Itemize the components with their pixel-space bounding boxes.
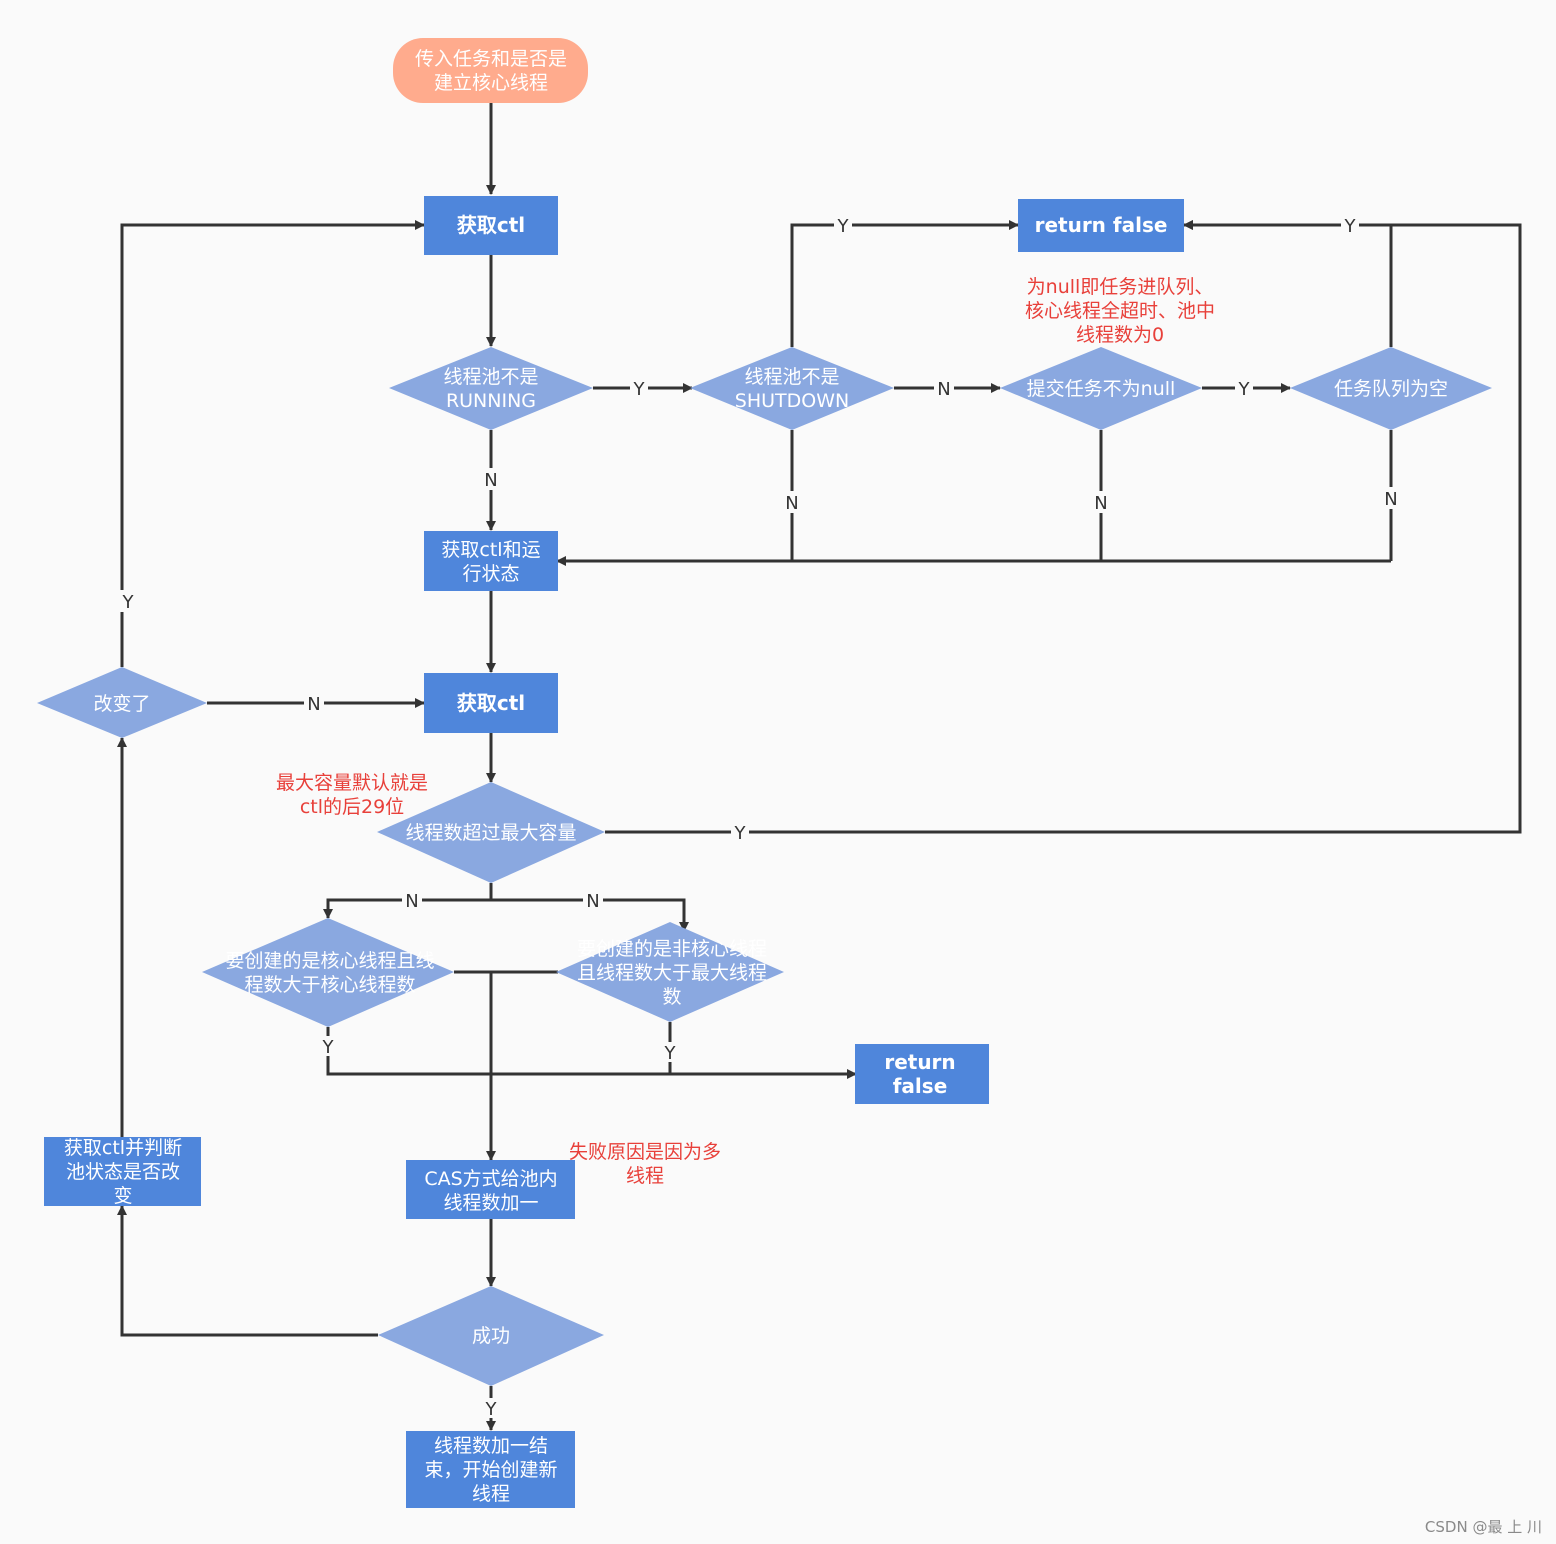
- node-return-false-1-text: return false: [1035, 213, 1168, 237]
- node-changed-text: 改变了: [93, 693, 150, 715]
- label-notshutdown-n2: N: [785, 493, 798, 514]
- edge-core-returnfalse: [326, 1027, 857, 1079]
- node-get-ctl-state: 获取ctl和运行状态: [424, 531, 558, 591]
- note-failure: 失败原因是因为多线程: [569, 1141, 721, 1187]
- node-queue-empty: 任务队列为空: [1290, 347, 1492, 430]
- node-get-ctl-2: 获取ctl: [424, 673, 558, 733]
- label-changed-y: Y: [122, 592, 135, 613]
- node-cas-increment: CAS方式给池内线程数加一: [406, 1160, 575, 1219]
- edge-split-core: [323, 898, 491, 919]
- label-exceed-n-right: N: [586, 891, 599, 912]
- node-success: 成功: [378, 1286, 604, 1386]
- label-notrunning-y: Y: [633, 379, 646, 400]
- label-queueempty-y: Y: [1344, 216, 1357, 237]
- node-get-ctl-2-text: 获取ctl: [457, 691, 525, 715]
- node-get-ctl-1-text: 获取ctl: [457, 213, 525, 237]
- node-first-task: 提交任务不为null: [1000, 347, 1202, 430]
- node-noncore-check-text: 要创建的是非核心线程且线程数大于最大线程数: [577, 938, 767, 1008]
- label-notshutdown-y: Y: [837, 216, 850, 237]
- label-changed-n: N: [307, 694, 320, 715]
- node-success-text: 成功: [472, 1325, 510, 1347]
- watermark: CSDN @最 上 川: [1425, 1518, 1542, 1536]
- node-exceed-capacity: 线程数超过最大容量: [377, 782, 605, 883]
- node-cas-increment-text: CAS方式给池内线程数加一: [424, 1168, 557, 1214]
- node-recheck-text: 获取ctl并判断池状态是否改变: [64, 1137, 182, 1207]
- node-queue-empty-text: 任务队列为空: [1334, 378, 1448, 400]
- node-end-text: 线程数加一结束，开始创建新线程: [424, 1435, 557, 1505]
- edge-split-noncore: [491, 898, 689, 932]
- note-null: 为null即任务进队列、核心线程全超时、池中线程数为0: [1025, 276, 1215, 346]
- node-first-task-text: 提交任务不为null: [1027, 378, 1176, 400]
- node-changed: 改变了: [37, 667, 207, 738]
- label-core-y: Y: [322, 1037, 335, 1058]
- label-noncore-y: Y: [664, 1043, 677, 1064]
- node-start: 传入任务和是否是建立核心线程: [393, 38, 588, 103]
- label-queueempty-n: N: [1384, 489, 1397, 510]
- edges: [117, 103, 1522, 1431]
- node-exceed-capacity-text: 线程数超过最大容量: [405, 822, 576, 844]
- edge-success-recheck: [117, 1205, 378, 1337]
- edge-changed-getctl1: [120, 220, 425, 667]
- label-firsttask-y: Y: [1238, 379, 1251, 400]
- edge-labels: Y N Y Y Y N N N N Y N Y N N Y Y Y: [112, 215, 1401, 1420]
- edge-queueempty-returnfalse: [1183, 220, 1393, 347]
- label-firsttask-n: N: [1094, 493, 1107, 514]
- node-get-ctl-1: 获取ctl: [424, 196, 558, 255]
- node-core-check: 要创建的是核心线程且线程数大于核心线程数: [202, 918, 454, 1027]
- edge-notshutdown-returnfalse: [790, 220, 1019, 347]
- node-core-check-text: 要创建的是核心线程且线程数大于核心线程数: [225, 950, 434, 996]
- label-success-y: Y: [485, 1399, 498, 1420]
- node-noncore-check: 要创建的是非核心线程且线程数大于最大线程数: [556, 922, 784, 1022]
- label-exceed-n-left: N: [405, 891, 418, 912]
- label-exceed-y: Y: [734, 823, 747, 844]
- label-notrunning-n: N: [484, 470, 497, 491]
- node-recheck: 获取ctl并判断池状态是否改变: [44, 1137, 201, 1207]
- node-end: 线程数加一结束，开始创建新线程: [406, 1431, 575, 1508]
- node-get-ctl-state-text: 获取ctl和运行状态: [441, 539, 540, 585]
- node-start-text: 传入任务和是否是建立核心线程: [415, 48, 567, 94]
- label-notshutdown-n: N: [937, 379, 950, 400]
- node-return-false-1: return false: [1018, 199, 1184, 252]
